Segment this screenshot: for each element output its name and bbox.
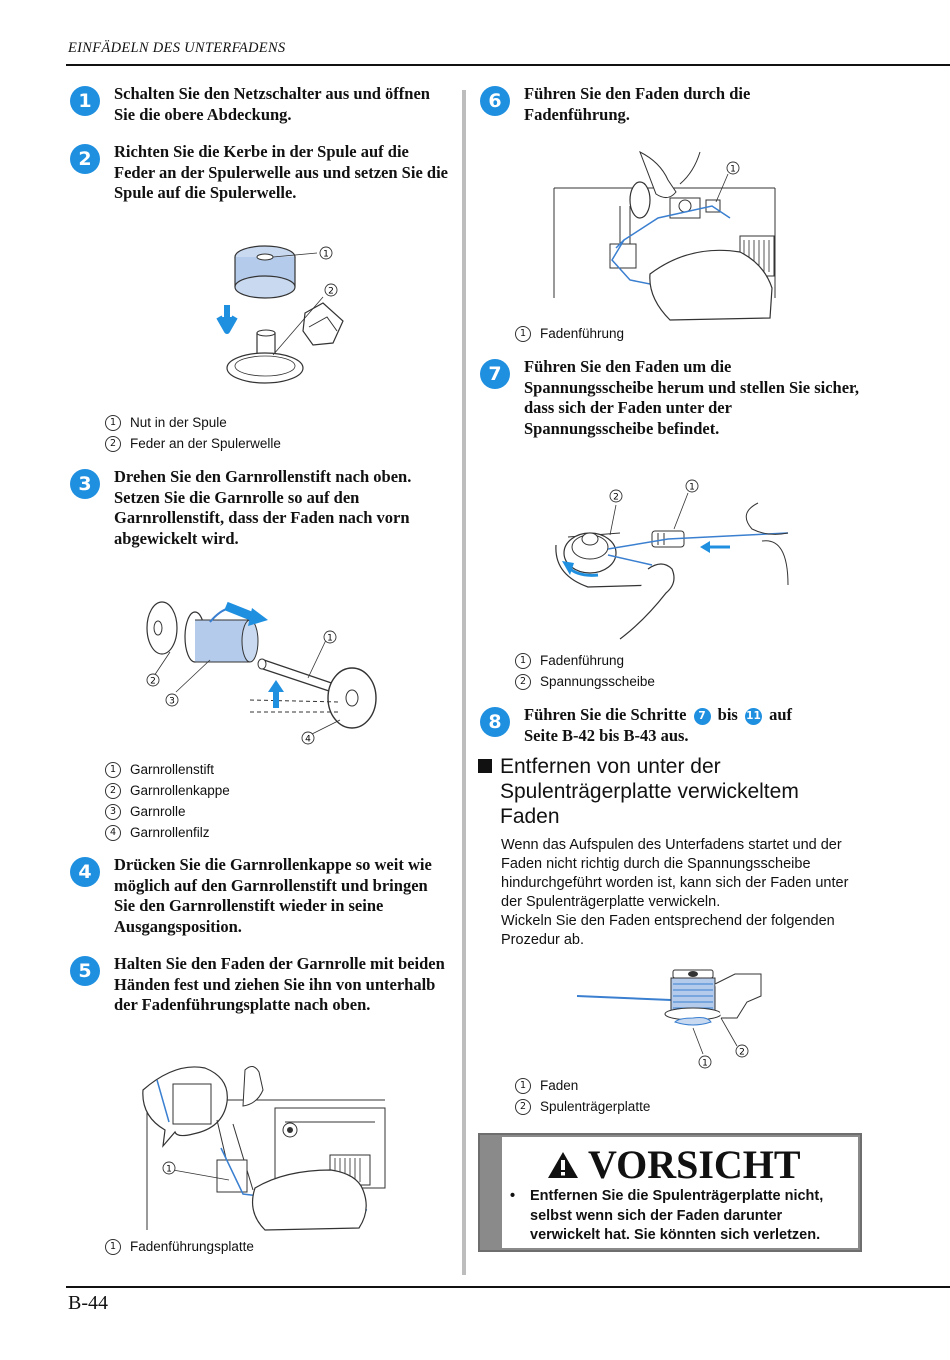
step-8: 8 Führen Sie die Schritte 7 bis 11 auf S… [480, 705, 860, 746]
step-number-badge: 1 [70, 86, 100, 116]
paragraph: Wickeln Sie den Faden entsprechend der f… [501, 913, 835, 948]
callout-1: 1 [323, 250, 329, 260]
footer-rule [66, 1286, 950, 1288]
step-number-badge: 4 [70, 857, 100, 887]
callout-2: 2 [328, 287, 334, 297]
callout-2: 2 [739, 1048, 745, 1058]
step-number-badge: 8 [480, 707, 510, 737]
step-reference-badge: 7 [693, 707, 711, 725]
step-number-badge: 2 [70, 144, 100, 174]
step-instruction: Schalten Sie den Netzschalter aus und öf… [114, 84, 430, 124]
callout-1: 1 [689, 483, 695, 493]
step-number-badge: 7 [480, 359, 510, 389]
callout-1: 1 [702, 1059, 708, 1069]
step-1: 1 Schalten Sie den Netzschalter aus und … [70, 84, 450, 125]
caution-text: • Entfernen Sie die Spulenträgerplatte n… [510, 1188, 824, 1243]
spool-pin-illustration: 1 2 3 4 [146, 601, 377, 745]
thread-guide-plate-illustration: 1 [142, 1066, 386, 1231]
step-instruction: Führen Sie den Faden durch die Fadenführ… [524, 84, 751, 124]
header-rule [66, 64, 950, 66]
step-4: 4 Drücken Sie die Garnrollenkappe so wei… [70, 855, 450, 938]
step-7: 7 Führen Sie den Faden um die Spannungss… [480, 357, 860, 440]
step-instruction: Halten Sie den Faden der Garnrolle mit b… [114, 954, 445, 1015]
step-number-badge: 3 [70, 469, 100, 499]
step-instruction: Richten Sie die Kerbe in der Spule auf d… [114, 142, 448, 203]
callout-3: 3 [169, 697, 175, 707]
callout-2: 2 [150, 677, 156, 687]
callout-1: 1 [730, 165, 736, 175]
step-5: 5 Halten Sie den Faden der Garnrolle mit… [70, 954, 450, 1016]
step-3: 3 Drehen Sie den Garnrollenstift nach ob… [70, 467, 450, 550]
step-instruction: Führen Sie die Schritte 7 bis 11 auf Sei… [524, 705, 793, 745]
section-heading: Entfernen von unter der Spulenträgerplat… [478, 754, 878, 829]
step-instruction: Drehen Sie den Garnrollenstift nach oben… [114, 467, 412, 549]
column-divider [462, 90, 466, 1275]
callout-4: 4 [305, 735, 311, 745]
caution-box: VORSICHT • Entfernen Sie die Spulenträge… [478, 1133, 862, 1252]
page-number: B-44 [68, 1292, 108, 1314]
step-number-badge: 5 [70, 956, 100, 986]
step-2: 2 Richten Sie die Kerbe in der Spule auf… [70, 142, 450, 204]
bobbin-holder-illustration: 1 2 [576, 969, 762, 1069]
step-number-badge: 6 [480, 86, 510, 116]
step-reference-badge: 11 [744, 707, 762, 725]
running-header: EINFÄDELN DES UNTERFADENS [68, 40, 286, 56]
tension-disc-illustration: 2 1 [555, 479, 789, 640]
caution-title: VORSICHT [546, 1141, 801, 1188]
paragraph: Wenn das Aufspulen des Unterfadens start… [501, 837, 849, 910]
bobbin-winder-illustration: 1 2 [216, 245, 344, 384]
step-instruction: Drücken Sie die Garnrollenkappe so weit … [114, 855, 432, 937]
callout-2: 2 [613, 493, 619, 503]
step-6: 6 Führen Sie den Faden durch die Fadenfü… [480, 84, 860, 125]
section-body: Wenn das Aufspulen des Unterfadens start… [501, 836, 871, 950]
step-instruction: Führen Sie den Faden um die Spannungssch… [524, 357, 859, 439]
warning-triangle-icon [548, 1151, 578, 1178]
thread-guide-illustration: 1 [553, 150, 776, 321]
callout-1: 1 [166, 1165, 172, 1175]
callout-1: 1 [327, 634, 333, 644]
